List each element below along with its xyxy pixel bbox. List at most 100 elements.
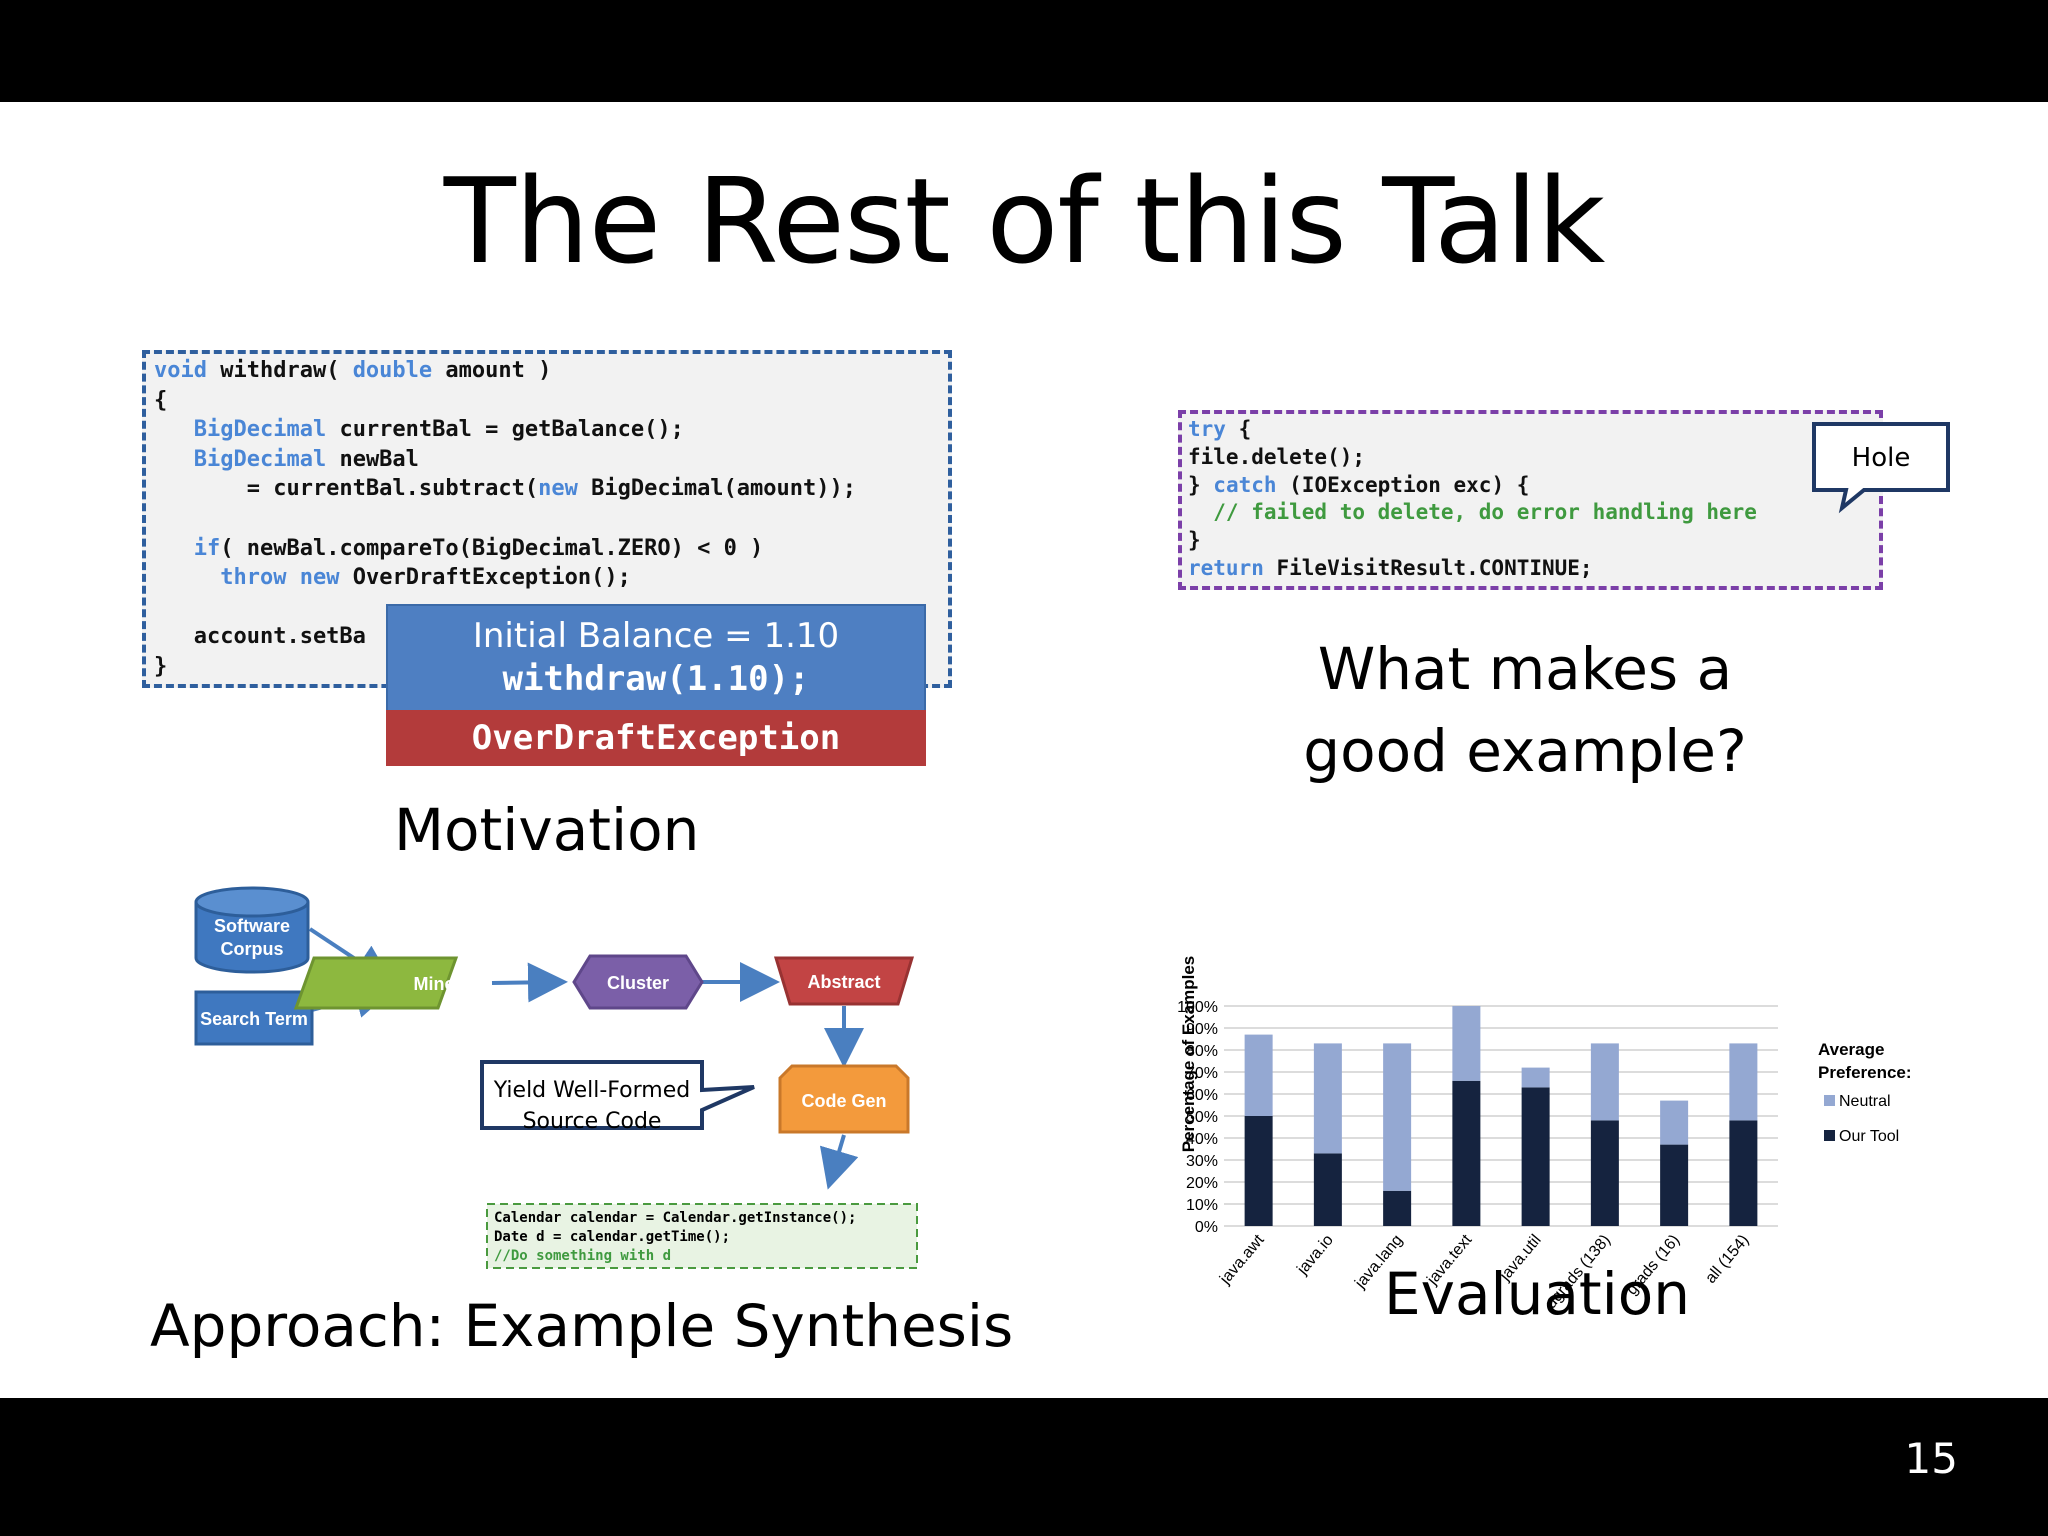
code-gen-label: Code Gen: [801, 1091, 886, 1111]
bar-segment-our-tool: [1660, 1144, 1689, 1226]
abstract-label: Abstract: [807, 972, 880, 992]
y-tick-label: 90%: [1186, 1021, 1218, 1038]
cluster-node: Cluster: [572, 954, 704, 1010]
callout-line1: Yield Well-Formed: [493, 1078, 690, 1103]
motivation-code-line: }: [154, 652, 856, 682]
snippet-line-1: Calendar calendar = Calendar.getInstance…: [494, 1210, 856, 1226]
code-text: {: [1225, 417, 1252, 441]
code-text: amount ): [432, 358, 552, 383]
code-text: [154, 417, 194, 442]
mine-node: Mine: [293, 956, 459, 1010]
bar-segment-neutral: [1313, 1043, 1342, 1154]
y-tick-label: 10%: [1186, 1197, 1218, 1214]
motivation-code-line: {: [154, 386, 856, 416]
code-keyword: new: [299, 565, 340, 591]
bar-segment-our-tool: [1590, 1120, 1619, 1226]
motivation-code-line: BigDecimal newBal: [154, 445, 856, 475]
slide: The Rest of this Talk void withdraw( dou…: [0, 102, 2048, 1398]
good-example-code: try {file.delete(); } catch (IOException …: [1188, 416, 1757, 583]
snippet-line-2: Date d = calendar.getTime();: [494, 1229, 730, 1245]
motivation-code: void withdraw( double amount ){ BigDecim…: [154, 356, 856, 682]
good-example-code-line: return FileVisitResult.CONTINUE;: [1188, 555, 1757, 583]
good-example-code-line: try {: [1188, 416, 1757, 444]
code-comment: // failed to delete, do error handling h…: [1188, 500, 1757, 525]
code-gen-node: Code Gen: [778, 1064, 910, 1134]
good-example-code-line: } catch (IOException exc) {: [1188, 472, 1757, 500]
code-text: BigDecimal(amount));: [577, 476, 857, 502]
code-keyword: if: [193, 535, 221, 561]
x-tick-label: java.awt: [1216, 1231, 1268, 1288]
corpus-label-line1: Software: [214, 916, 290, 936]
exception-label: OverDraftException: [471, 718, 841, 758]
code-text: {: [154, 387, 168, 413]
y-tick-label: 0%: [1195, 1219, 1218, 1236]
code-keyword: new: [538, 476, 578, 502]
bar-segment-our-tool: [1244, 1116, 1273, 1226]
code-text: newBal: [326, 446, 419, 472]
y-tick-label: 100%: [1177, 999, 1218, 1016]
motivation-code-line: account.setBa: [154, 622, 856, 652]
good-example-code-line: // failed to delete, do error handling h…: [1188, 499, 1757, 527]
motivation-caption: Motivation: [394, 796, 700, 864]
good-example-code-line: }: [1188, 527, 1757, 555]
code-keyword: return: [1188, 555, 1264, 580]
code-text: withdraw(: [206, 358, 353, 383]
code-keyword: void: [154, 358, 207, 383]
approach-caption: Approach: Example Synthesis: [150, 1292, 1014, 1360]
bar-segment-our-tool: [1452, 1080, 1481, 1226]
y-tick-label: 20%: [1186, 1175, 1218, 1192]
x-tick-label: all (154): [1702, 1232, 1752, 1287]
good-example-code-block: try {file.delete(); } catch (IOException …: [1178, 410, 1883, 590]
evaluation-caption: Evaluation: [1384, 1260, 1691, 1328]
abstract-node: Abstract: [773, 956, 915, 1006]
slide-title: The Rest of this Talk: [443, 152, 1606, 290]
chart-y-axis-label: Percentage of Examples: [1179, 956, 1198, 1153]
code-text: account.setBa: [154, 624, 366, 650]
chart-bars: [1244, 1006, 1758, 1226]
motivation-code-line: = currentBal.subtract(new BigDecimal(amo…: [154, 474, 856, 504]
test-input-box: Initial Balance = 1.10 withdraw(1.10);: [386, 604, 926, 712]
bar-segment-neutral: [1660, 1100, 1689, 1145]
bar-segment-our-tool: [1383, 1190, 1412, 1226]
code-text: [154, 565, 220, 590]
code-text: ( newBal.compareTo(BigDecimal.ZERO) < 0 …: [220, 535, 764, 561]
good-example-code-line: file.delete();: [1188, 444, 1757, 472]
bar-segment-our-tool: [1313, 1153, 1342, 1226]
bar-segment-our-tool: [1521, 1087, 1550, 1226]
code-text: }: [1188, 472, 1214, 497]
chart-gridlines: [1224, 1005, 1778, 1227]
y-tick-label: 30%: [1186, 1153, 1218, 1170]
corpus-label-line2: Corpus: [221, 939, 284, 959]
good-example-caption: What makes a good example?: [1300, 628, 1750, 792]
code-keyword: BigDecimal: [193, 417, 327, 443]
y-tick-label: 60%: [1186, 1087, 1218, 1104]
motivation-code-line: throw new OverDraftException();: [154, 563, 856, 593]
y-tick-label: 70%: [1186, 1065, 1218, 1082]
code-text: FileVisitResult.CONTINUE;: [1263, 555, 1593, 580]
code-keyword: catch: [1213, 472, 1277, 497]
bar-segment-neutral: [1452, 1006, 1481, 1081]
bar-segment-neutral: [1729, 1043, 1758, 1121]
withdraw-call-label: withdraw(1.10);: [502, 659, 810, 699]
y-tick-label: 40%: [1186, 1131, 1218, 1148]
code-text: file.delete();: [1188, 444, 1366, 469]
code-text: = currentBal.subtract(: [154, 476, 539, 502]
legend-title-line1: Average: [1818, 1040, 1884, 1059]
bar-segment-neutral: [1521, 1067, 1550, 1088]
hole-callout: Hole: [1812, 422, 1950, 514]
evaluation-chart: 0%10%20%30%40%50%60%70%80%90%100% java.a…: [1177, 956, 1912, 1312]
x-tick-label: java.io: [1294, 1232, 1337, 1279]
code-keyword: throw: [220, 565, 287, 591]
search-term-label: Search Term: [200, 1009, 308, 1029]
initial-balance-label: Initial Balance = 1.10: [472, 616, 840, 656]
code-keyword: double: [352, 358, 433, 383]
motivation-code-line: void withdraw( double amount ): [154, 356, 856, 386]
code-text: OverDraftException();: [339, 565, 631, 591]
page-number: 15: [1904, 1434, 1958, 1483]
good-example-caption-line1: What makes a: [1317, 635, 1733, 703]
code-text: [154, 536, 194, 561]
snippet-line-3: //Do something with d: [494, 1248, 671, 1264]
legend-swatch: [1824, 1130, 1835, 1141]
code-text: [286, 565, 299, 590]
